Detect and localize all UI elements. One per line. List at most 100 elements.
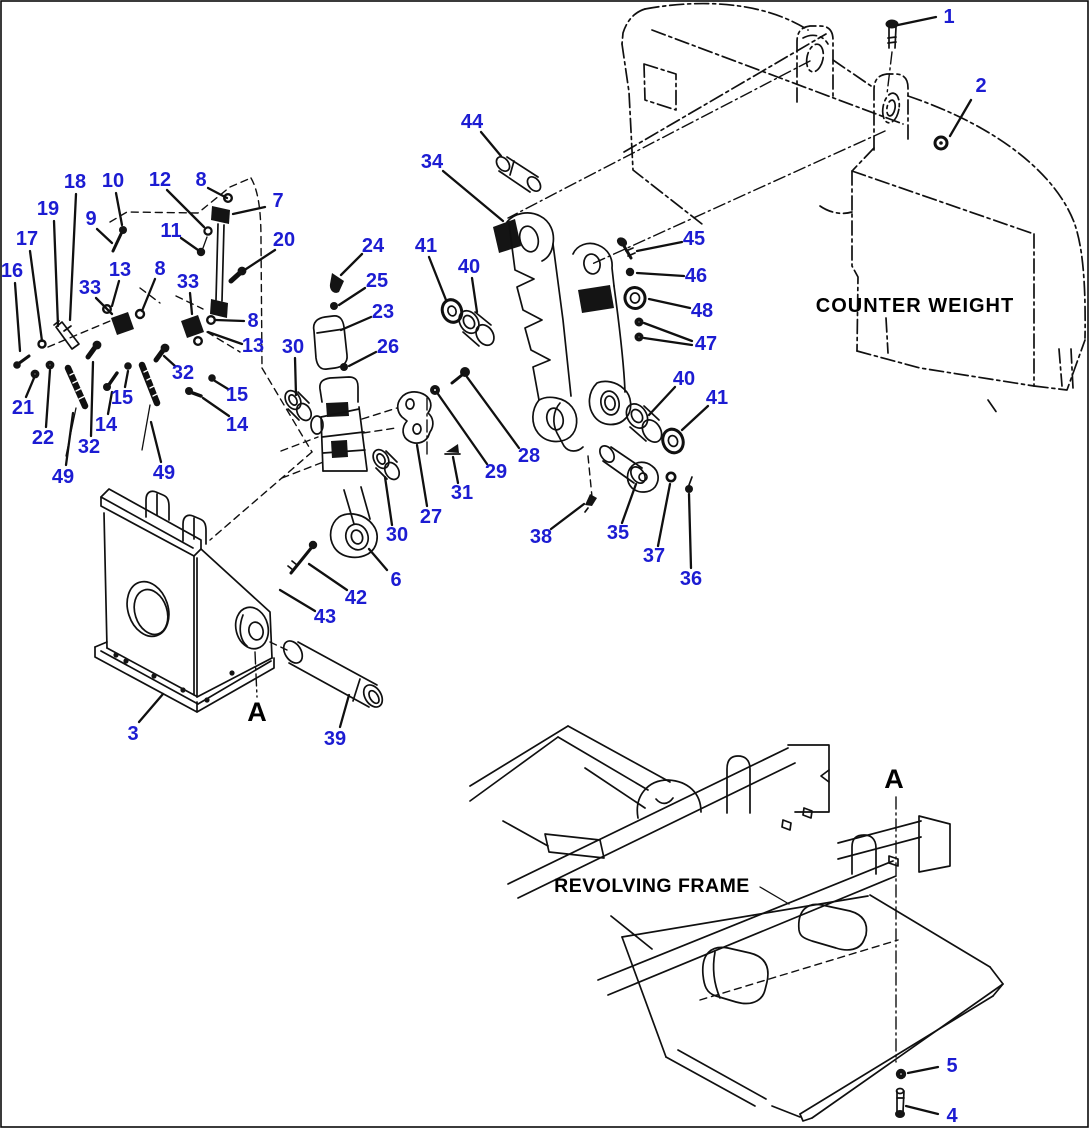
leader-line-15: [213, 379, 230, 391]
part-36-bolt: [685, 476, 693, 493]
revolving-frame-outline: [469, 725, 1004, 1122]
callout-5: 5: [946, 1055, 957, 1077]
leader-line-35: [620, 482, 638, 525]
part-7-strap: [210, 206, 230, 318]
leader-line-46: [635, 271, 686, 278]
callout-16: 16: [1, 260, 23, 282]
leader-line-12: [165, 188, 206, 229]
part-28-bolt: [450, 367, 470, 385]
leader-line-31: [451, 455, 460, 485]
callout-40: 40: [458, 256, 480, 278]
callout-1: 1: [943, 6, 954, 28]
cylinder-assembly: [310, 315, 378, 559]
callout-27: 27: [420, 506, 442, 528]
callout-13: 13: [242, 335, 264, 357]
leader-line-36: [687, 492, 693, 570]
revolving-frame-label: REVOLVING FRAME: [554, 875, 750, 897]
part-41-ring-right: [661, 427, 685, 455]
part-35-pin: [599, 445, 659, 493]
callout-49: 49: [153, 462, 175, 484]
callout-22: 22: [32, 427, 54, 449]
leader-line-6: [367, 547, 389, 572]
callout-39: 39: [324, 728, 346, 750]
part-22-nut: [45, 360, 55, 370]
leader-line-9: [95, 227, 114, 245]
callout-8: 8: [195, 169, 206, 191]
callout-15: 15: [111, 387, 133, 409]
callout-20: 20: [273, 229, 295, 251]
part-49-hose-right: [138, 361, 161, 451]
leader-line-8: [206, 186, 229, 200]
leader-line-26: [347, 350, 378, 368]
part-8-washers: [134, 192, 233, 326]
part-9-10-grease-fitting: [111, 226, 127, 253]
leader-line-13: [110, 279, 121, 308]
leader-line-2: [948, 98, 973, 138]
callout-19: 19: [37, 198, 59, 220]
part-45-bolt: [616, 237, 636, 260]
callout-44: 44: [461, 111, 484, 133]
part-25-nut: [330, 302, 338, 310]
leader-line-19: [52, 219, 60, 328]
leader-line-21: [24, 376, 36, 399]
leader-line-33: [188, 291, 194, 316]
leader-line-32: [162, 354, 177, 368]
leader-line-49: [64, 411, 75, 467]
callout-36: 36: [680, 568, 702, 590]
counterweight-outline: [621, 2, 1086, 414]
leader-line-15: [123, 369, 130, 389]
part-47-nuts: [634, 317, 644, 342]
part-40-bushing-right: [625, 403, 663, 443]
callout-12: 12: [149, 169, 171, 191]
callout-49: 49: [52, 466, 74, 488]
part-46-nut: [625, 267, 635, 277]
leader-line-30: [383, 475, 394, 527]
callout-18: 18: [64, 171, 86, 193]
callout-41: 41: [415, 235, 437, 257]
leader-line-23: [339, 315, 373, 332]
callout-4: 4: [946, 1105, 958, 1127]
callout-23: 23: [372, 301, 394, 323]
leader-line-17: [28, 249, 44, 343]
leader-line-48: [647, 297, 692, 310]
leader-line-43: [278, 588, 317, 613]
leader-line-28: [465, 375, 521, 450]
leader-line-27: [415, 443, 429, 508]
callout-15: 15: [226, 384, 248, 406]
leader-line-41: [680, 404, 710, 432]
leader-line-47: [642, 336, 694, 347]
callout-2: 2: [975, 75, 986, 97]
leader-line-13: [206, 330, 244, 346]
callout-24: 24: [362, 235, 385, 257]
leader-line-22: [44, 368, 52, 429]
part-29-washer: [430, 385, 440, 395]
callout-41: 41: [706, 387, 728, 409]
callout-33: 33: [177, 271, 199, 293]
part-32-fitting-right: [153, 343, 170, 363]
leader-line-11: [179, 236, 200, 252]
callout-9: 9: [85, 208, 96, 230]
callout-10: 10: [102, 170, 124, 192]
part-31-cone: [444, 444, 461, 455]
part-48-ring: [623, 286, 647, 310]
leader-line-18: [68, 192, 78, 322]
leader-line-42: [307, 562, 349, 592]
callout-8: 8: [154, 258, 165, 280]
leader-line-40: [647, 385, 677, 417]
callout-37: 37: [643, 545, 665, 567]
part-33-block-right: [181, 315, 204, 338]
leader-line-10: [114, 191, 124, 227]
part-20-fitting: [228, 266, 247, 284]
view-label-A: A: [884, 764, 904, 794]
callout-13: 13: [109, 259, 131, 281]
part-16-bolt: [13, 354, 31, 369]
leader-line-37: [656, 482, 672, 548]
leader-line-25: [337, 286, 367, 307]
link-assembly: [493, 212, 632, 452]
callout-38: 38: [530, 526, 552, 548]
part-14-bolt-left: [103, 371, 119, 391]
